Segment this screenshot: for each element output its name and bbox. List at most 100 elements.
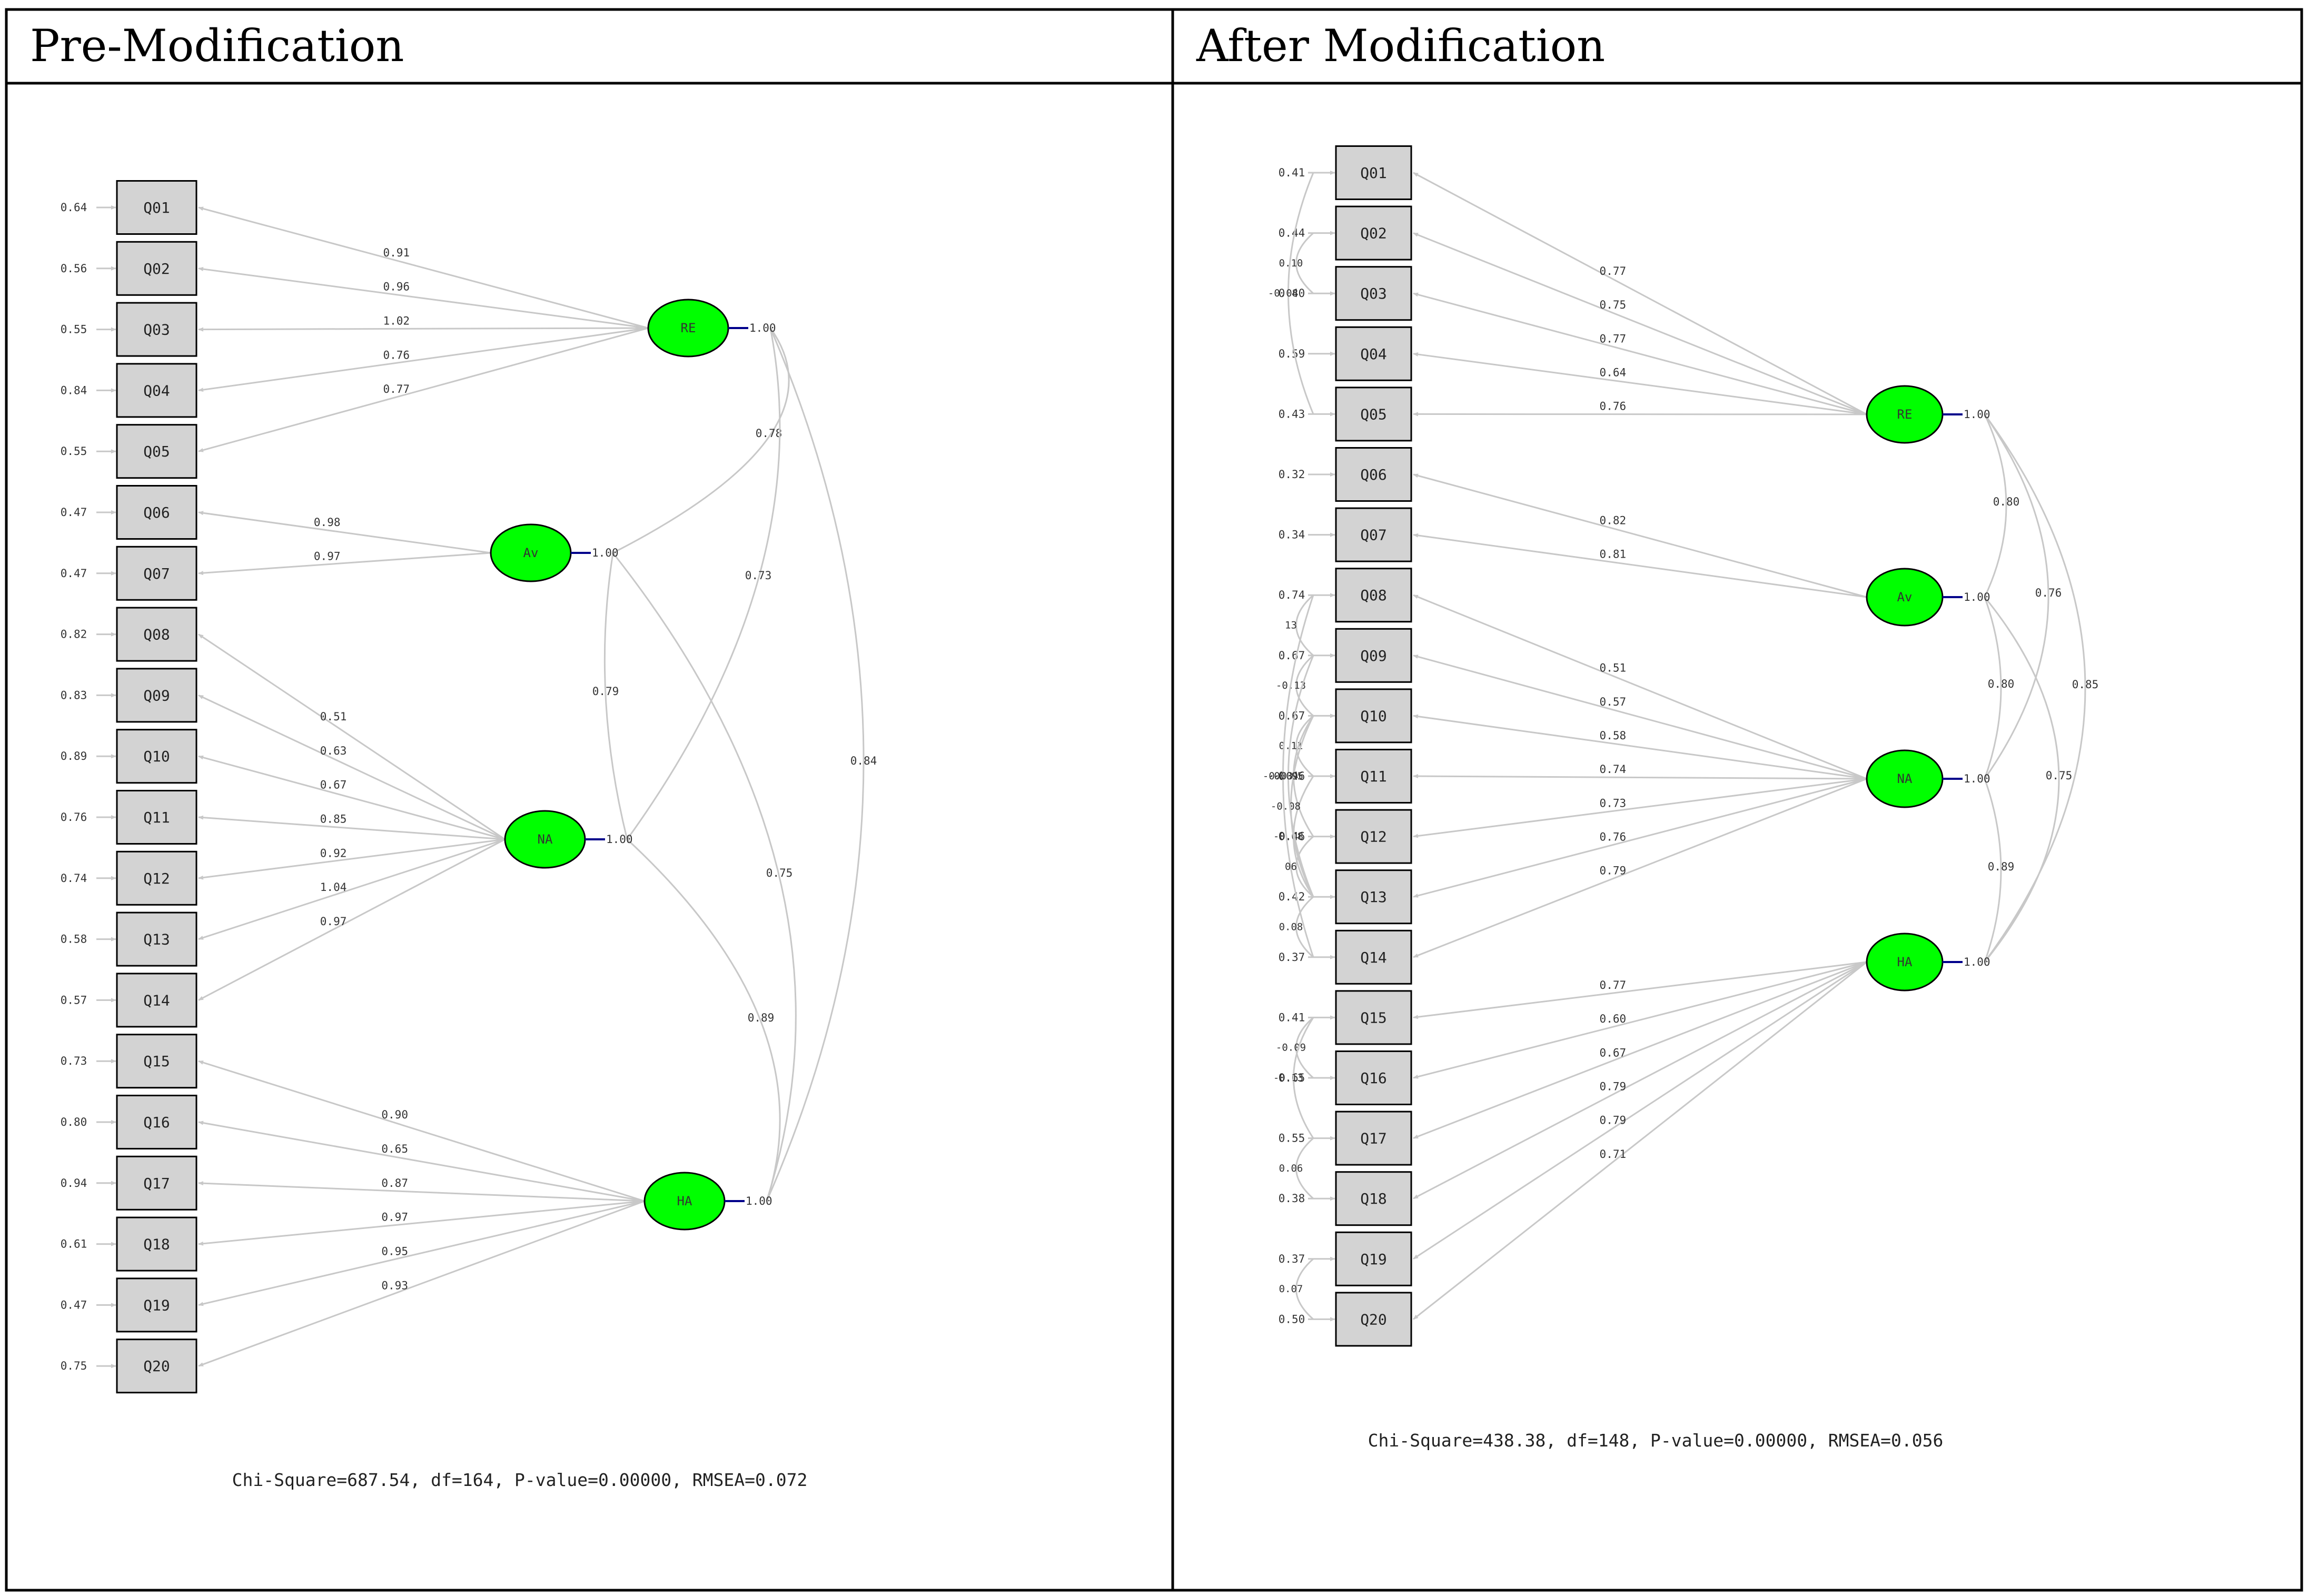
indicator-label: Q08 [1360,587,1387,604]
error-covariance-label: 0.08 [1279,921,1303,933]
loading-path [1413,778,1867,898]
loading-path [198,755,506,840]
loading-path [1413,292,1867,415]
error-covariance-label: 0.07 [1279,1283,1303,1295]
indicator-box [1335,1292,1412,1347]
loading-label: 0.57 [1600,696,1627,708]
indicator-label: Q11 [143,809,170,826]
loading-path [1413,774,1867,780]
loading-path [1413,352,1867,415]
loading-label: 0.97 [320,915,347,928]
loading-label: 0.87 [381,1177,408,1189]
indicator-label: Q05 [143,443,170,460]
indicator-label: Q09 [1360,647,1387,665]
error-variance-label: 0.37 [1279,951,1305,964]
indicator-box [116,1155,197,1211]
loading-path [198,327,649,392]
factor-covariance-label: 0.79 [592,685,619,698]
loading-path [1413,961,1867,1079]
error-covariance-arc [1295,594,1314,656]
loading-label: 0.51 [1600,662,1627,675]
loading-path [1413,594,1867,780]
error-covariance-arc [1295,1017,1314,1079]
loading-path [1413,655,1867,780]
indicator-box [1335,1050,1412,1105]
loading-label: 0.74 [1600,763,1627,776]
loading-path [1413,714,1867,780]
error-covariance-label: -0.08 [1273,831,1303,842]
loading-path [198,633,506,840]
error-variance-label: 0.74 [1279,589,1305,601]
latent-factor-label: Av [1897,590,1913,604]
error-variance-label: 0.59 [1279,348,1305,360]
loading-label: 0.93 [381,1279,408,1292]
factor-covariance-arc [1984,597,2060,963]
error-covariance-label: 0.06 [1279,1163,1303,1174]
fit-statistics-pre: Chi-Square=687.54, df=164, P-value=0.000… [232,1470,808,1490]
error-covariance-arc [1290,715,1314,897]
indicator-box [1335,507,1412,562]
error-variance-label: 0.37 [1279,1253,1305,1265]
factor-covariance-label: 0.85 [2072,678,2099,691]
error-covariance-label: -0.08 [1263,770,1293,782]
loading-label: 0.77 [383,383,410,395]
factor-covariance-arc [1984,414,2007,598]
error-covariance-label: 13 [1285,620,1297,631]
loading-label: 0.90 [381,1108,408,1121]
indicator-box [116,1277,197,1333]
loading-path [1413,961,1867,1260]
loading-path [198,838,506,940]
error-variance-label: 0.58 [61,933,87,946]
factor-covariance-arc [603,552,628,840]
factor-covariance-arc [1984,597,2002,779]
indicator-box [1335,628,1412,683]
indicator-label: Q05 [1360,405,1387,423]
error-variance-label: 0.38 [1279,1192,1305,1205]
indicator-label: Q06 [1360,466,1387,483]
error-variance-label: 0.82 [61,628,87,641]
error-variance-label: 0.57 [61,994,87,1006]
error-covariance-arc [1295,836,1314,898]
loading-label: 0.85 [320,812,347,825]
indicator-box [116,607,197,662]
indicator-box [1335,205,1412,261]
indicator-box [1335,447,1412,502]
loading-label: 0.97 [381,1211,408,1224]
diagram-pre-modification: 0.910.961.020.760.770.980.970.510.630.67… [61,180,877,1394]
indicator-label: Q04 [1360,345,1387,363]
latent-factor-label: HA [1897,955,1913,969]
error-covariance-arc [1287,172,1314,414]
loading-label: 0.91 [383,246,410,259]
loading-label: 0.92 [320,847,347,859]
latent-factor-label: NA [1897,771,1913,786]
error-covariance-label: -0.08 [1268,288,1298,299]
factor-covariance-arc [1984,414,2049,779]
factor-covariance-label: 0.75 [2046,769,2073,782]
indicator-label: Q15 [1360,1009,1387,1026]
indicator-label: Q01 [1360,164,1387,182]
indicator-box [1335,386,1412,442]
indicator-box [1335,326,1412,381]
indicator-label: Q16 [143,1114,170,1131]
error-covariance-arc [1295,715,1314,777]
indicator-box [116,241,197,296]
indicator-label: Q14 [143,992,170,1009]
error-covariance-arc [1295,232,1314,294]
diagram-after-modification: 0.770.750.770.640.760.820.810.510.570.58… [1263,145,2099,1347]
error-covariance-label: -0.09 [1268,770,1298,782]
error-variance-label: 0.34 [1279,529,1305,541]
error-variance-label: 0.50 [1279,1313,1305,1325]
indicator-box [116,973,197,1028]
loading-path [198,1121,645,1202]
indicator-box [116,180,197,235]
indicator-label: Q08 [143,626,170,643]
error-covariance-arc [1295,1137,1314,1200]
indicator-box [116,424,197,479]
factor-covariance-arc [626,838,781,1202]
indicator-box [116,1216,197,1272]
loading-path [1413,473,1867,598]
indicator-box [1335,688,1412,744]
indicator-box [1335,929,1412,985]
error-covariance-arc [1282,594,1314,958]
loading-path [198,1200,645,1306]
